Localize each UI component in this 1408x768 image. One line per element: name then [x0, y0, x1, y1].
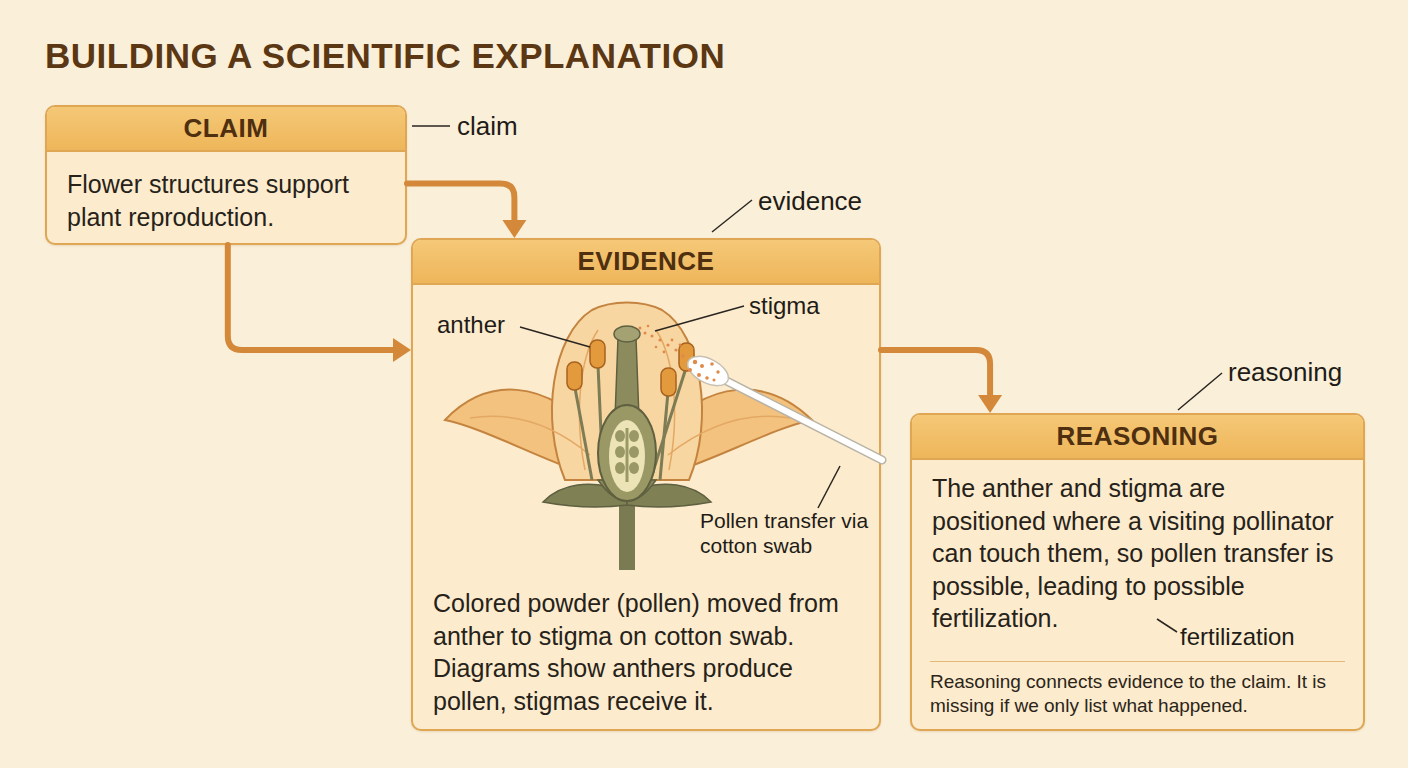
flow-arrow — [407, 183, 526, 238]
box-heading: REASONING — [912, 415, 1363, 460]
flow-arrow — [881, 350, 1002, 413]
annotation-label: Pollen transfer via cotton swab — [700, 508, 875, 558]
box-heading: CLAIM — [47, 107, 405, 152]
callout-label: evidence — [758, 186, 862, 217]
part-label: anther — [437, 311, 505, 340]
arrow-line — [407, 183, 514, 220]
arrow-head — [978, 395, 1002, 413]
arrow-line — [881, 350, 990, 395]
box-body: The anther and stigma are positioned whe… — [912, 460, 1363, 635]
arrow-head — [393, 338, 411, 362]
arrow-line — [228, 245, 393, 350]
part-label: stigma — [749, 292, 820, 321]
leader-line — [412, 125, 450, 127]
leader-line — [712, 200, 752, 232]
box-body: Flower structures support plant reproduc… — [47, 152, 405, 233]
callout-label: reasoning — [1228, 357, 1342, 388]
text-box: REASONINGThe anther and stigma are posit… — [910, 413, 1365, 731]
flow-arrow — [228, 245, 411, 362]
callout-label: claim — [457, 111, 518, 142]
arrow-head — [502, 220, 526, 238]
box-note: Reasoning connects evidence to the claim… — [930, 661, 1345, 719]
text-box: CLAIMFlower structures support plant rep… — [45, 105, 407, 245]
leader-line — [1178, 373, 1222, 410]
callout-label: fertilization — [1180, 623, 1295, 652]
diagram-title: BUILDING A SCIENTIFIC EXPLANATION — [45, 36, 725, 76]
box-heading: EVIDENCE — [413, 240, 879, 285]
box-body: Colored powder (pollen) moved from anthe… — [413, 285, 879, 717]
